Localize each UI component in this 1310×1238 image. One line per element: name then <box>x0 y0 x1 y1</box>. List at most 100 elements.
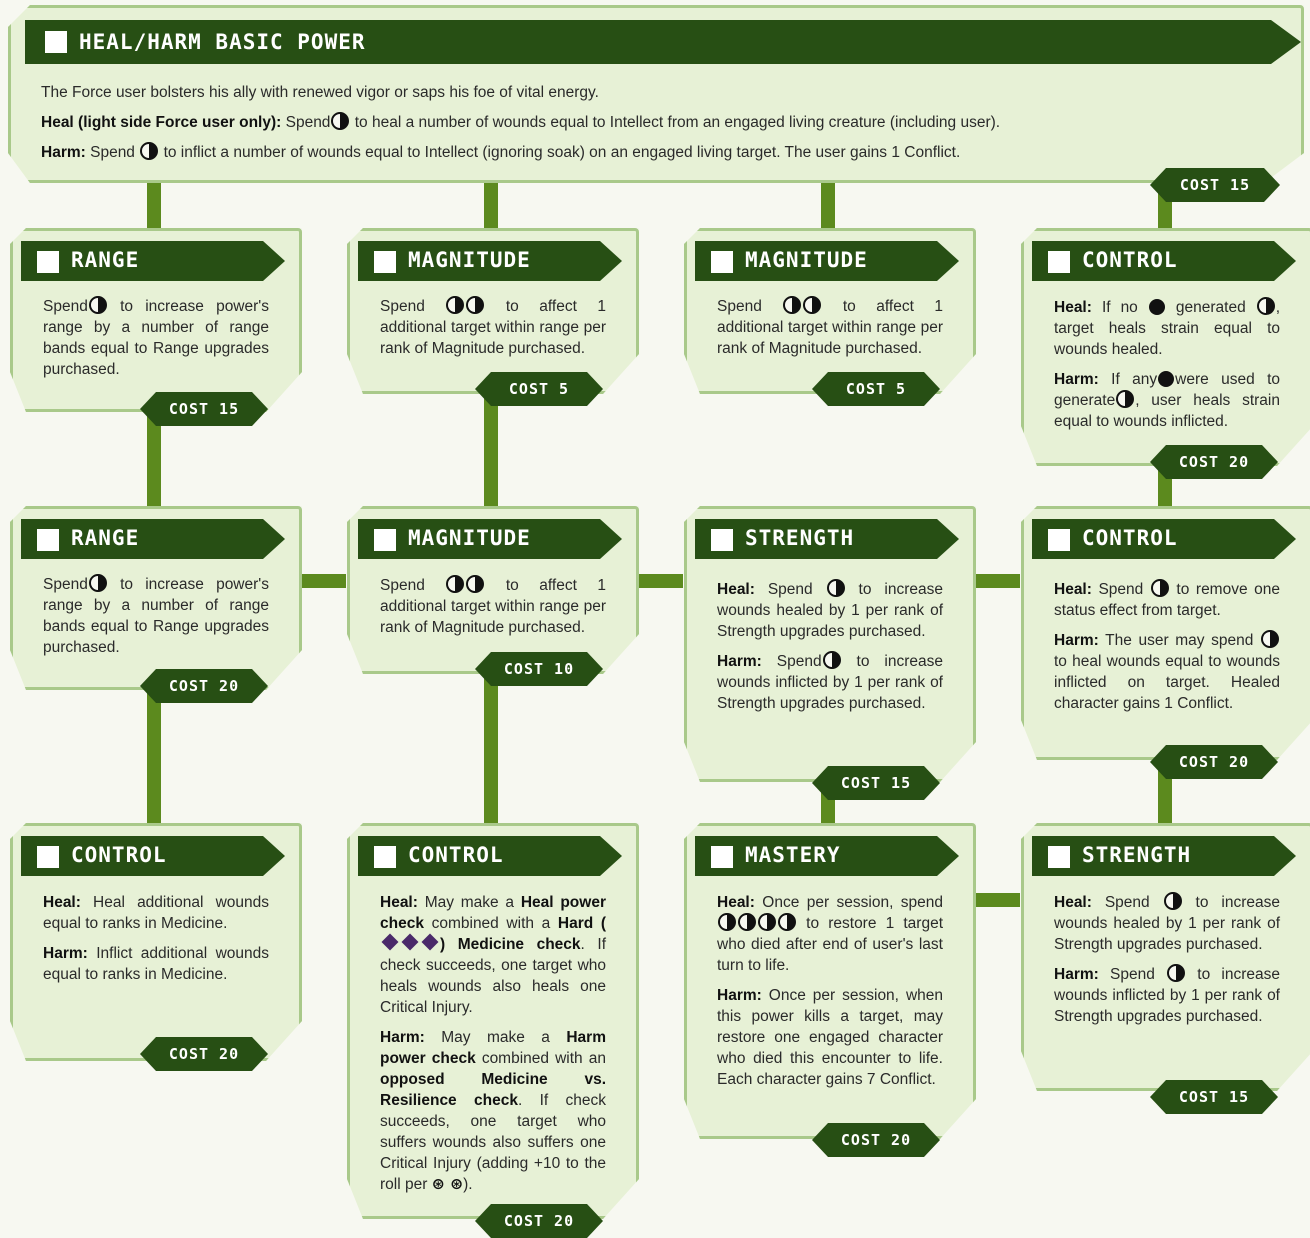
connector <box>147 175 161 235</box>
card-title: CONTROL <box>1082 526 1178 550</box>
card-body: Heal: Spend to increase wounds healed by… <box>717 579 943 712</box>
card-body: Spend to increase power's range by a num… <box>43 574 269 656</box>
intro-text: The Force user bolsters his ally with re… <box>41 84 599 101</box>
card-body: Heal: May make a Heal power check combin… <box>380 894 607 1193</box>
force-pip-icon <box>89 574 107 592</box>
cost-badge: COST 20 <box>1150 445 1278 479</box>
cost-badge: COST 10 <box>475 652 603 686</box>
connector <box>1158 765 1172 825</box>
force-pip-icon <box>466 296 484 314</box>
connector <box>147 400 161 510</box>
dark-pip-icon <box>1158 371 1174 387</box>
card-title: MASTERY <box>745 843 841 867</box>
checkbox-square-icon <box>374 251 396 273</box>
force-pip-icon <box>466 575 484 593</box>
card-body: Heal: Spend to remove one status effect … <box>1054 579 1281 712</box>
card-body: Spend to affect 1 additional target with… <box>380 575 606 636</box>
control-card: CONTROL Heal: May make a Heal power chec… <box>347 823 639 1219</box>
checkbox-square-icon <box>374 846 396 868</box>
force-pip-icon <box>823 651 841 669</box>
harm-text: Harm: Spend to inflict a number of wound… <box>41 144 961 161</box>
checkbox-square-icon <box>1048 529 1070 551</box>
magnitude-card: MAGNITUDE Spend to affect 1 additional t… <box>684 228 976 394</box>
card-header: STRENGTH <box>695 519 959 559</box>
card-body: The Force user bolsters his ally with re… <box>41 78 1261 168</box>
cost-badge: COST 20 <box>812 1123 940 1157</box>
connector <box>970 893 1020 907</box>
force-pip-icon <box>89 296 107 314</box>
strength-card: STRENGTH Heal: Spend to increase wounds … <box>1021 823 1310 1091</box>
card-title: MAGNITUDE <box>745 248 868 272</box>
force-pip-icon <box>1151 579 1169 597</box>
cost-badge: COST 15 <box>1150 1080 1278 1114</box>
force-pip-icon <box>827 579 845 597</box>
force-pip-icon <box>1261 630 1279 648</box>
checkbox-square-icon <box>1048 846 1070 868</box>
cost-badge: COST 15 <box>1150 168 1280 202</box>
card-body: Spend to increase power's range by a num… <box>43 296 269 378</box>
card-header: MAGNITUDE <box>358 241 622 281</box>
force-pip-icon <box>331 112 349 130</box>
card-body: Spend to affect 1 additional target with… <box>717 296 943 357</box>
card-header: CONTROL <box>1032 519 1296 559</box>
cost-badge: COST 20 <box>140 1037 268 1071</box>
difficulty-die-icon <box>402 934 419 951</box>
mastery-card: MASTERY Heal: Once per session, spend to… <box>684 823 976 1139</box>
checkbox-square-icon <box>711 251 733 273</box>
range-card: RANGE Spend to increase power's range by… <box>10 506 302 690</box>
cost-badge: COST 15 <box>812 766 940 800</box>
heal-text: Heal (light side Force user only): Spend… <box>41 112 1001 131</box>
card-title: RANGE <box>71 248 140 272</box>
force-pip-icon <box>803 296 821 314</box>
card-header: CONTROL <box>21 836 285 876</box>
card-title: CONTROL <box>1082 248 1178 272</box>
card-title: CONTROL <box>71 843 167 867</box>
card-header: MAGNITUDE <box>695 241 959 281</box>
control-card: CONTROL Heal: Heal additional wounds equ… <box>10 823 302 1061</box>
card-header: MAGNITUDE <box>358 519 622 559</box>
checkbox-square-icon <box>37 846 59 868</box>
checkbox-square-icon <box>45 31 67 53</box>
connector <box>484 670 498 825</box>
basic-power-card: HEAL/HARM BASIC POWER The Force user bol… <box>8 5 1304 183</box>
card-title: RANGE <box>71 526 140 550</box>
card-header: MASTERY <box>695 836 959 876</box>
card-title: MAGNITUDE <box>408 526 531 550</box>
connector <box>821 175 835 235</box>
card-header: STRENGTH <box>1032 836 1296 876</box>
card-body: Heal: Spend to increase wounds healed by… <box>1054 894 1281 1025</box>
checkbox-square-icon <box>711 529 733 551</box>
connector <box>296 574 346 588</box>
range-card: RANGE Spend to increase power's range by… <box>10 228 302 412</box>
card-header: HEAL/HARM BASIC POWER <box>25 20 1301 64</box>
card-body: Heal: If no generated , target heals str… <box>1054 297 1281 430</box>
checkbox-square-icon <box>37 529 59 551</box>
connector <box>484 175 498 235</box>
connector <box>970 574 1020 588</box>
card-title: CONTROL <box>408 843 504 867</box>
cost-badge: COST 5 <box>475 372 603 406</box>
force-pip-icon <box>1257 297 1275 315</box>
cost-badge: COST 20 <box>140 669 268 703</box>
connector <box>484 390 498 510</box>
card-body: Spend to affect 1 additional target with… <box>380 296 606 357</box>
triumph-icon: ⊛ ⊛ <box>431 1175 464 1193</box>
force-pip-icon <box>718 913 736 931</box>
difficulty-die-icon <box>382 934 399 951</box>
force-pip-icon <box>783 296 801 314</box>
force-pip-icon <box>1167 964 1185 982</box>
checkbox-square-icon <box>711 846 733 868</box>
difficulty-die-icon <box>422 934 439 951</box>
connector <box>147 690 161 825</box>
card-header: CONTROL <box>1032 241 1296 281</box>
control-card: CONTROL Heal: Spend to remove one status… <box>1021 506 1310 760</box>
card-title: MAGNITUDE <box>408 248 531 272</box>
card-body: Heal: Once per session, spend to restore… <box>717 894 944 1088</box>
magnitude-card: MAGNITUDE Spend to affect 1 additional t… <box>347 506 639 674</box>
force-pip-icon <box>778 913 796 931</box>
force-pip-icon <box>738 913 756 931</box>
force-pip-icon <box>1116 390 1134 408</box>
card-header: CONTROL <box>358 836 622 876</box>
connector <box>633 574 683 588</box>
strength-card: STRENGTH Heal: Spend to increase wounds … <box>684 506 976 782</box>
